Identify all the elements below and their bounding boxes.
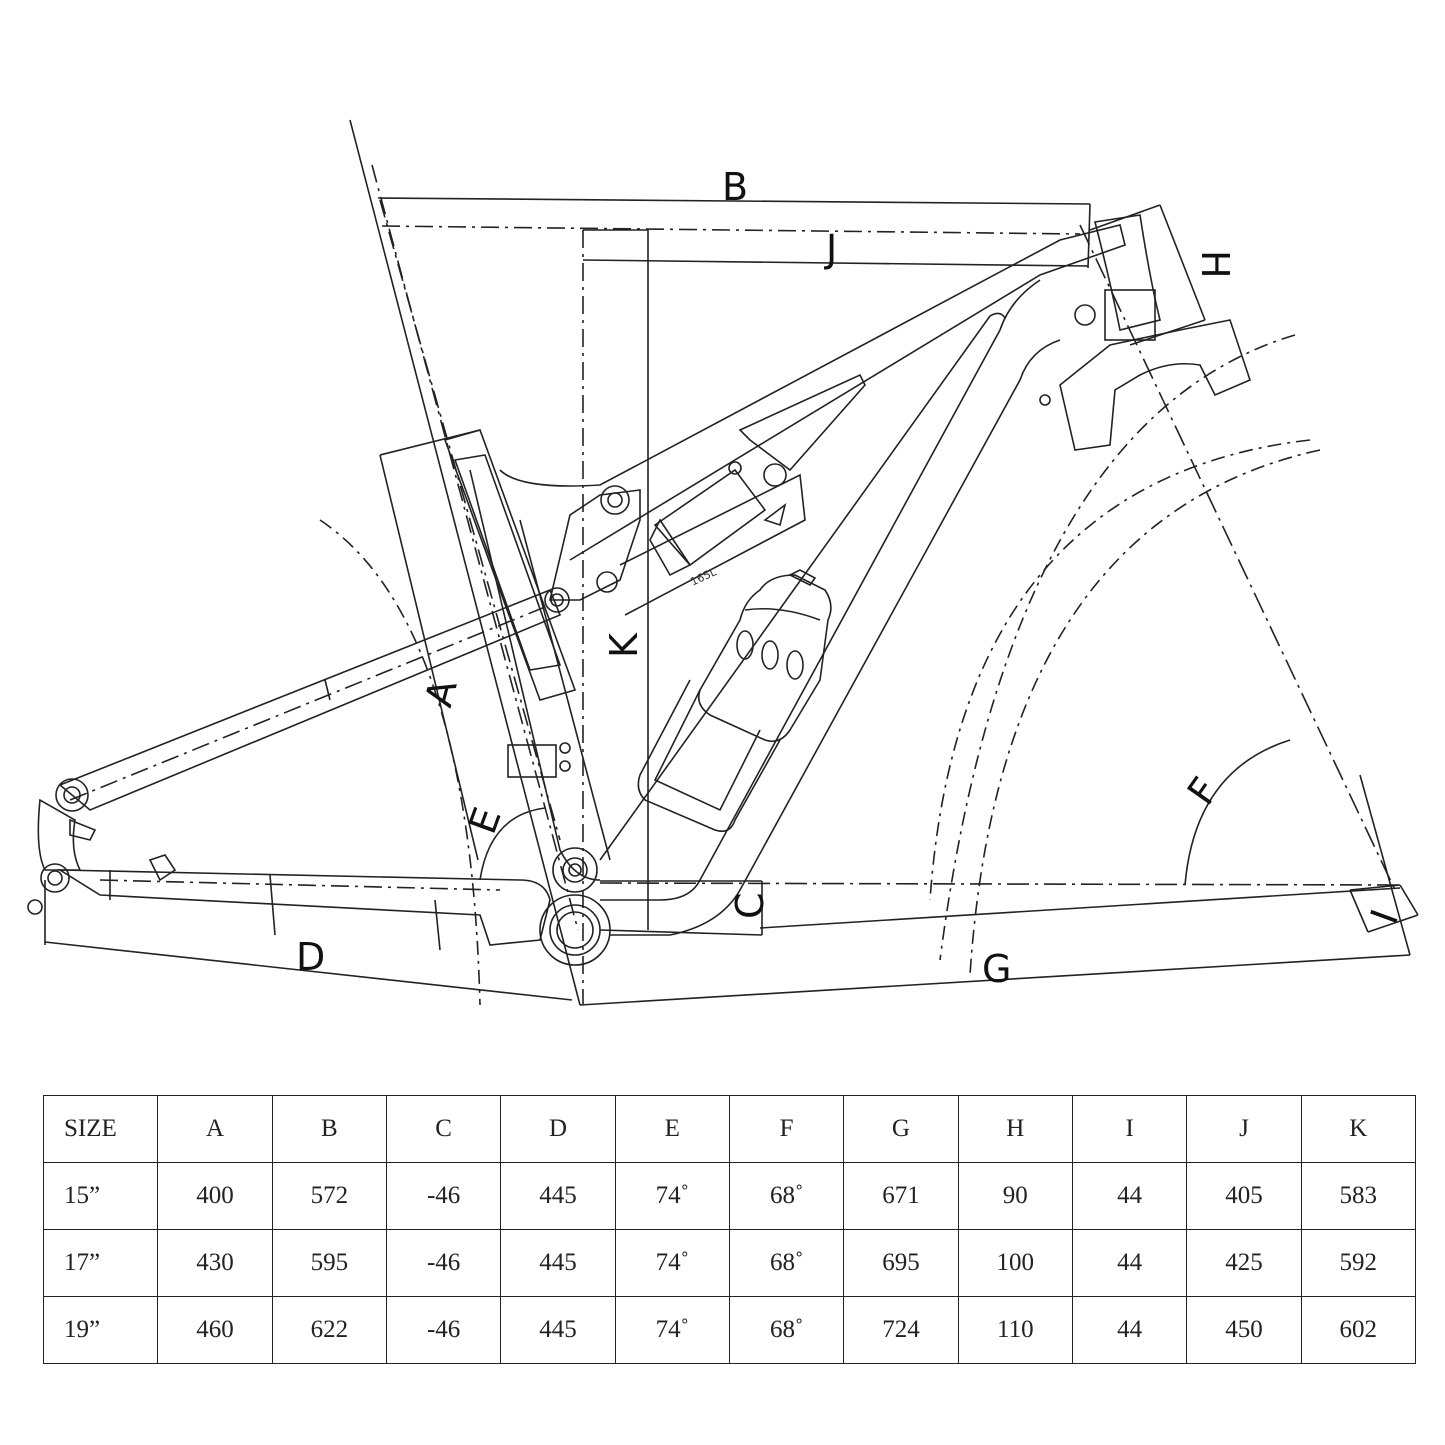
table-cell: 724: [843, 1296, 959, 1364]
rocker-link: [548, 489, 641, 601]
dim-i-bracket: [1349, 884, 1401, 891]
table-row: 19” 460 622 -46 445 74˚ 68˚ 724 110 44 4…: [42, 1296, 1417, 1364]
dim-label-h: H: [1193, 250, 1237, 279]
dim-b-line: [377, 197, 1091, 205]
table-cell: 17”: [42, 1229, 159, 1297]
table-cell: 583: [1300, 1162, 1417, 1230]
table-cell: 445: [500, 1296, 616, 1364]
seat-stay: [58, 588, 562, 811]
seat-tube: [443, 429, 577, 701]
table-row: 17” 430 595 -46 445 74˚ 68˚ 695 100 44 4…: [42, 1229, 1417, 1297]
head-tube: [1094, 214, 1161, 331]
rocker-pivot-top: [600, 485, 630, 515]
table-cell: 595: [271, 1229, 387, 1297]
table-cell: 90: [957, 1162, 1073, 1230]
dim-label-d: D: [296, 935, 325, 979]
front-wheel-inner-arc: [969, 449, 1321, 976]
dim-label-b: B: [722, 165, 748, 209]
dim-d-line: [44, 941, 573, 1001]
table-cell: 74˚: [614, 1229, 730, 1297]
rocker-pivot-low: [544, 587, 570, 613]
header-cell: H: [957, 1095, 1073, 1163]
geometry-table: SIZE A B C D E F G H I J K 15” 400 572 -…: [42, 1095, 1417, 1364]
header-cell: K: [1300, 1095, 1417, 1163]
dim-label-a: A: [416, 675, 465, 712]
headset-stack: [1104, 289, 1156, 341]
table-cell: 445: [500, 1229, 616, 1297]
dim-label-k: K: [602, 632, 646, 658]
table-cell: 68˚: [728, 1229, 845, 1297]
table-cell: 68˚: [728, 1296, 845, 1364]
front-wheel-mid-arc: [929, 439, 1311, 901]
rear-shock: [653, 468, 767, 567]
header-cell: D: [500, 1095, 616, 1163]
header-cell: A: [157, 1095, 273, 1163]
table-cell: 100: [957, 1229, 1073, 1297]
table-cell: 44: [1071, 1162, 1188, 1230]
dim-label-e: E: [460, 802, 510, 840]
head-angle-arc: [1184, 739, 1291, 886]
table-cell: 460: [157, 1296, 273, 1364]
table-cell: -46: [385, 1229, 502, 1297]
frame-geometry-diagram: B J H A K E F C D G I 165L: [27, 119, 1419, 1006]
down-tube: [600, 279, 1041, 901]
table-cell: 602: [1300, 1296, 1417, 1364]
seat-angle-arc: [479, 807, 546, 881]
header-cell: G: [843, 1095, 959, 1163]
table-cell: 622: [271, 1296, 387, 1364]
shock-mount-top: [763, 463, 787, 487]
table-cell: 592: [1300, 1229, 1417, 1297]
header-cell: J: [1186, 1095, 1302, 1163]
table-cell: 74˚: [614, 1162, 730, 1230]
table-cell: 68˚: [728, 1162, 845, 1230]
table-cell: 445: [500, 1162, 616, 1230]
dim-label-c: C: [728, 892, 772, 919]
table-cell: 44: [1071, 1296, 1188, 1364]
dim-j-line: [381, 225, 1081, 235]
rear-wheel-arc: [319, 519, 481, 1006]
header-cell: I: [1071, 1095, 1188, 1163]
seat-tube-axis: [349, 119, 581, 1006]
table-cell: 110: [957, 1296, 1073, 1364]
header-cell: E: [614, 1095, 730, 1163]
table-cell: 425: [1186, 1229, 1302, 1297]
dim-label-f-head: F: [1179, 770, 1228, 813]
table-cell: 400: [157, 1162, 273, 1230]
chain-stay: [57, 869, 551, 946]
rear-axle: [40, 863, 70, 893]
table-cell: 572: [271, 1162, 387, 1230]
table-cell: 671: [843, 1162, 959, 1230]
header-cell: SIZE: [42, 1095, 159, 1163]
main-pivot: [552, 847, 598, 893]
dim-g-line: [579, 954, 1411, 1006]
header-cell: B: [271, 1095, 387, 1163]
table-cell: 430: [157, 1229, 273, 1297]
rear-axle-top: [55, 778, 89, 812]
dim-label-g: G: [982, 947, 1011, 991]
front-wheel-outer-arc: [939, 334, 1296, 961]
table-cell: -46: [385, 1296, 502, 1364]
table-cell: 74˚: [614, 1296, 730, 1364]
table-cell: 695: [843, 1229, 959, 1297]
table-cell: 405: [1186, 1162, 1302, 1230]
table-cell: 44: [1071, 1229, 1188, 1297]
fork-crown: [1059, 319, 1251, 451]
table-row: 15” 400 572 -46 445 74˚ 68˚ 671 90 44 40…: [42, 1162, 1417, 1230]
rear-dropout: [37, 798, 82, 871]
table-cell: -46: [385, 1162, 502, 1230]
bottle-cage: [637, 679, 781, 833]
table-cell: 15”: [42, 1162, 159, 1230]
table-cell: 19”: [42, 1296, 159, 1364]
table-cell: 450: [1186, 1296, 1302, 1364]
header-cell: C: [385, 1095, 502, 1163]
bottom-bracket: [539, 894, 611, 966]
header-cell: F: [728, 1095, 845, 1163]
rocker-pivot-mid: [596, 571, 618, 593]
steering-axis: [1079, 224, 1396, 891]
dim-label-j: J: [824, 227, 837, 271]
top-tube: [499, 224, 1126, 561]
derailleur-mount: [507, 744, 557, 778]
table-header-row: SIZE A B C D E F G H I J K: [42, 1095, 1417, 1163]
water-bottle: [697, 574, 832, 743]
